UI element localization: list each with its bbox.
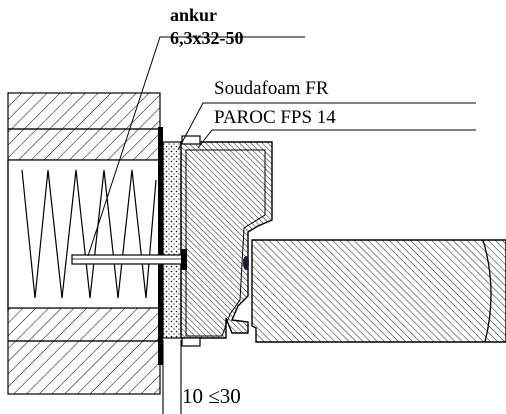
dimension-lines [162,340,182,414]
wall-bottom-inner [7,307,161,342]
insulation-label: PAROC FPS 14 [214,107,336,128]
wall-top-inner [7,128,161,161]
anchor-bolt [71,249,187,270]
wall-edge-profile [158,127,163,365]
wall-bottom-layer [7,340,161,395]
mineral-wool-zigzag [21,169,157,299]
leader-lines [87,36,476,257]
wall [7,92,161,395]
door-leaf [251,239,506,343]
anchor-spec-label: 6,3x32-50 [170,28,244,48]
door-leaf-edge [482,239,492,343]
dimension-label: 10 ≤30 [182,384,241,408]
wall-cavity [7,159,161,309]
insulation-strip [162,141,182,339]
top-fixing [181,135,201,145]
wall-top-layer [7,92,161,130]
bottom-fixing [181,337,201,347]
seal [243,256,249,270]
frame-inner-line [185,149,266,337]
sealant-label: Soudafoam FR [214,78,329,99]
anchor-label: ankur [170,5,218,25]
door-frame [180,141,273,339]
